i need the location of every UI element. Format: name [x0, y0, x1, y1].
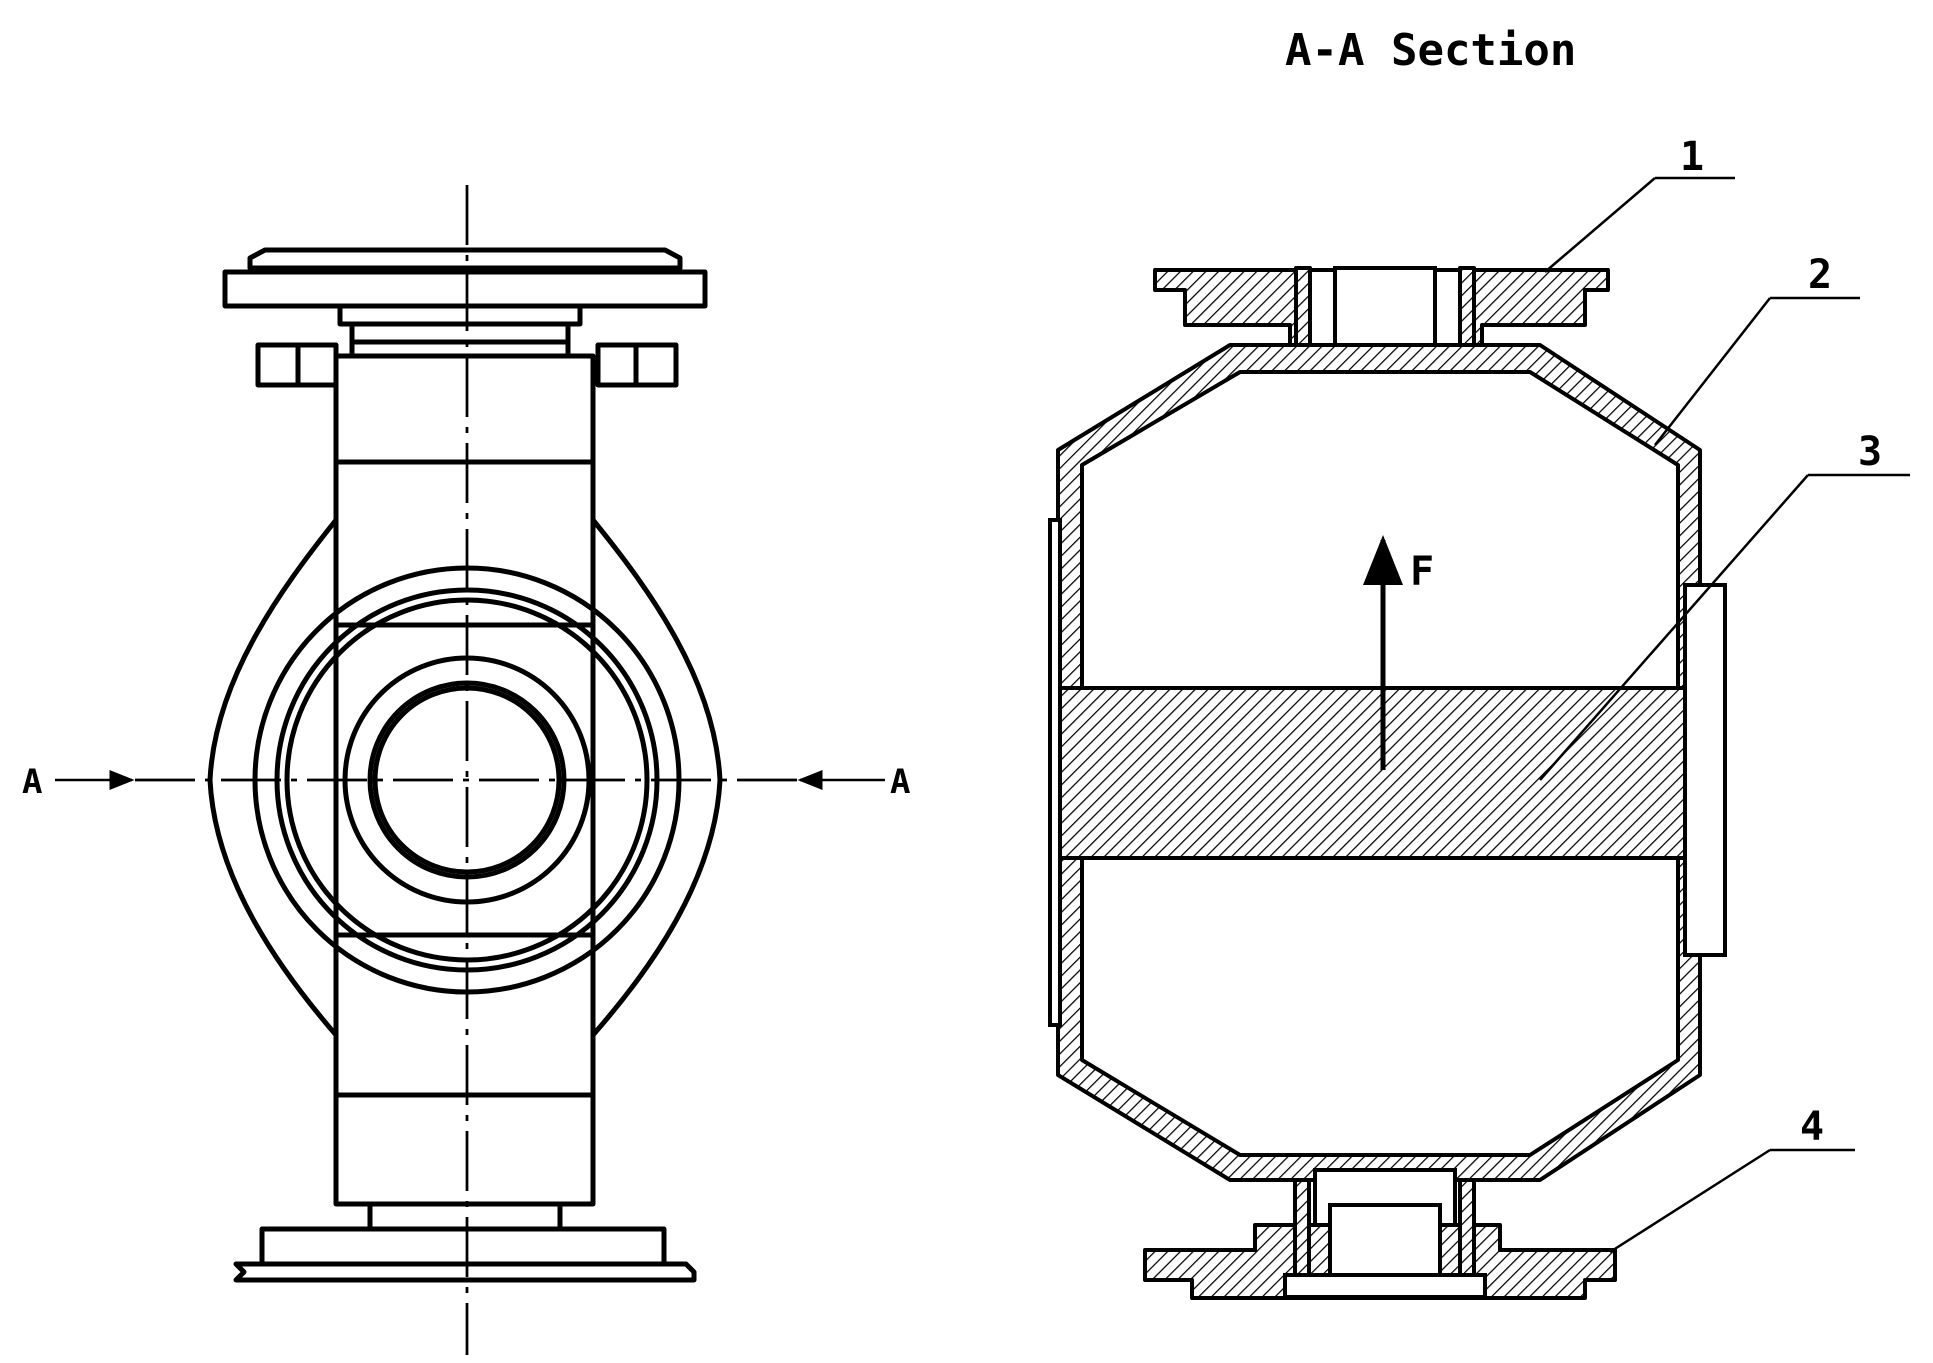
callout-2: 2 — [1654, 252, 1860, 446]
right-port — [1683, 583, 1727, 957]
callout-label-3: 3 — [1858, 429, 1882, 475]
callout-label-2: 2 — [1808, 252, 1832, 298]
callout-1: 1 — [1544, 134, 1735, 273]
callout-3: 3 — [1539, 429, 1910, 781]
section-marker-left: A — [22, 762, 135, 802]
section-view: A-A Section F 1 — [1048, 25, 1910, 1300]
callout-label-1: 1 — [1680, 134, 1704, 180]
section-marker-right: A — [797, 762, 910, 802]
force-label: F — [1410, 549, 1434, 595]
bottom-flange — [233, 1201, 697, 1283]
left-rim — [1048, 518, 1062, 1027]
section-marker-label-left: A — [22, 762, 42, 802]
front-view: A A — [22, 185, 910, 1355]
section-title: A-A Section — [1285, 25, 1576, 76]
section-marker-label-right: A — [890, 762, 910, 802]
bottom-flange-section — [1143, 1168, 1617, 1300]
callout-4: 4 — [1609, 1104, 1855, 1254]
internal-plate — [1056, 686, 1702, 860]
top-flange — [222, 247, 708, 359]
callout-label-4: 4 — [1800, 1104, 1824, 1150]
upper-lugs — [255, 342, 679, 388]
force-arrow: F — [1363, 535, 1434, 770]
